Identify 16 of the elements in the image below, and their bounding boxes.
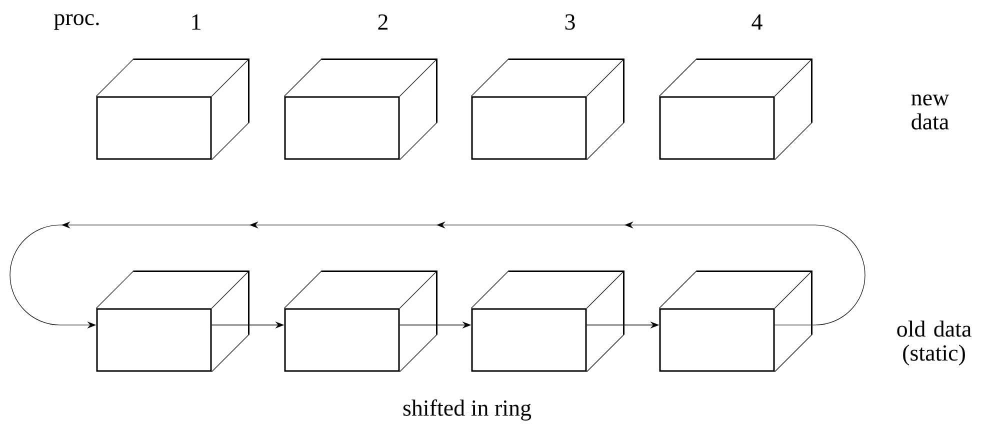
column-number: 2 xyxy=(378,14,388,30)
label: shifted in ring xyxy=(403,399,532,421)
cuboid xyxy=(658,270,812,372)
cuboid xyxy=(96,58,250,160)
label: new data xyxy=(911,94,950,130)
label: old data (static) xyxy=(897,320,972,366)
cuboid xyxy=(470,270,624,372)
cuboid xyxy=(658,58,812,160)
cuboid xyxy=(96,270,250,372)
cuboid xyxy=(470,58,624,160)
column-number: 3 xyxy=(565,14,575,30)
label: proc. xyxy=(54,14,99,30)
column-number: 4 xyxy=(752,14,762,30)
cuboid xyxy=(284,58,438,160)
cuboid xyxy=(284,270,438,372)
column-number: 1 xyxy=(192,14,200,30)
